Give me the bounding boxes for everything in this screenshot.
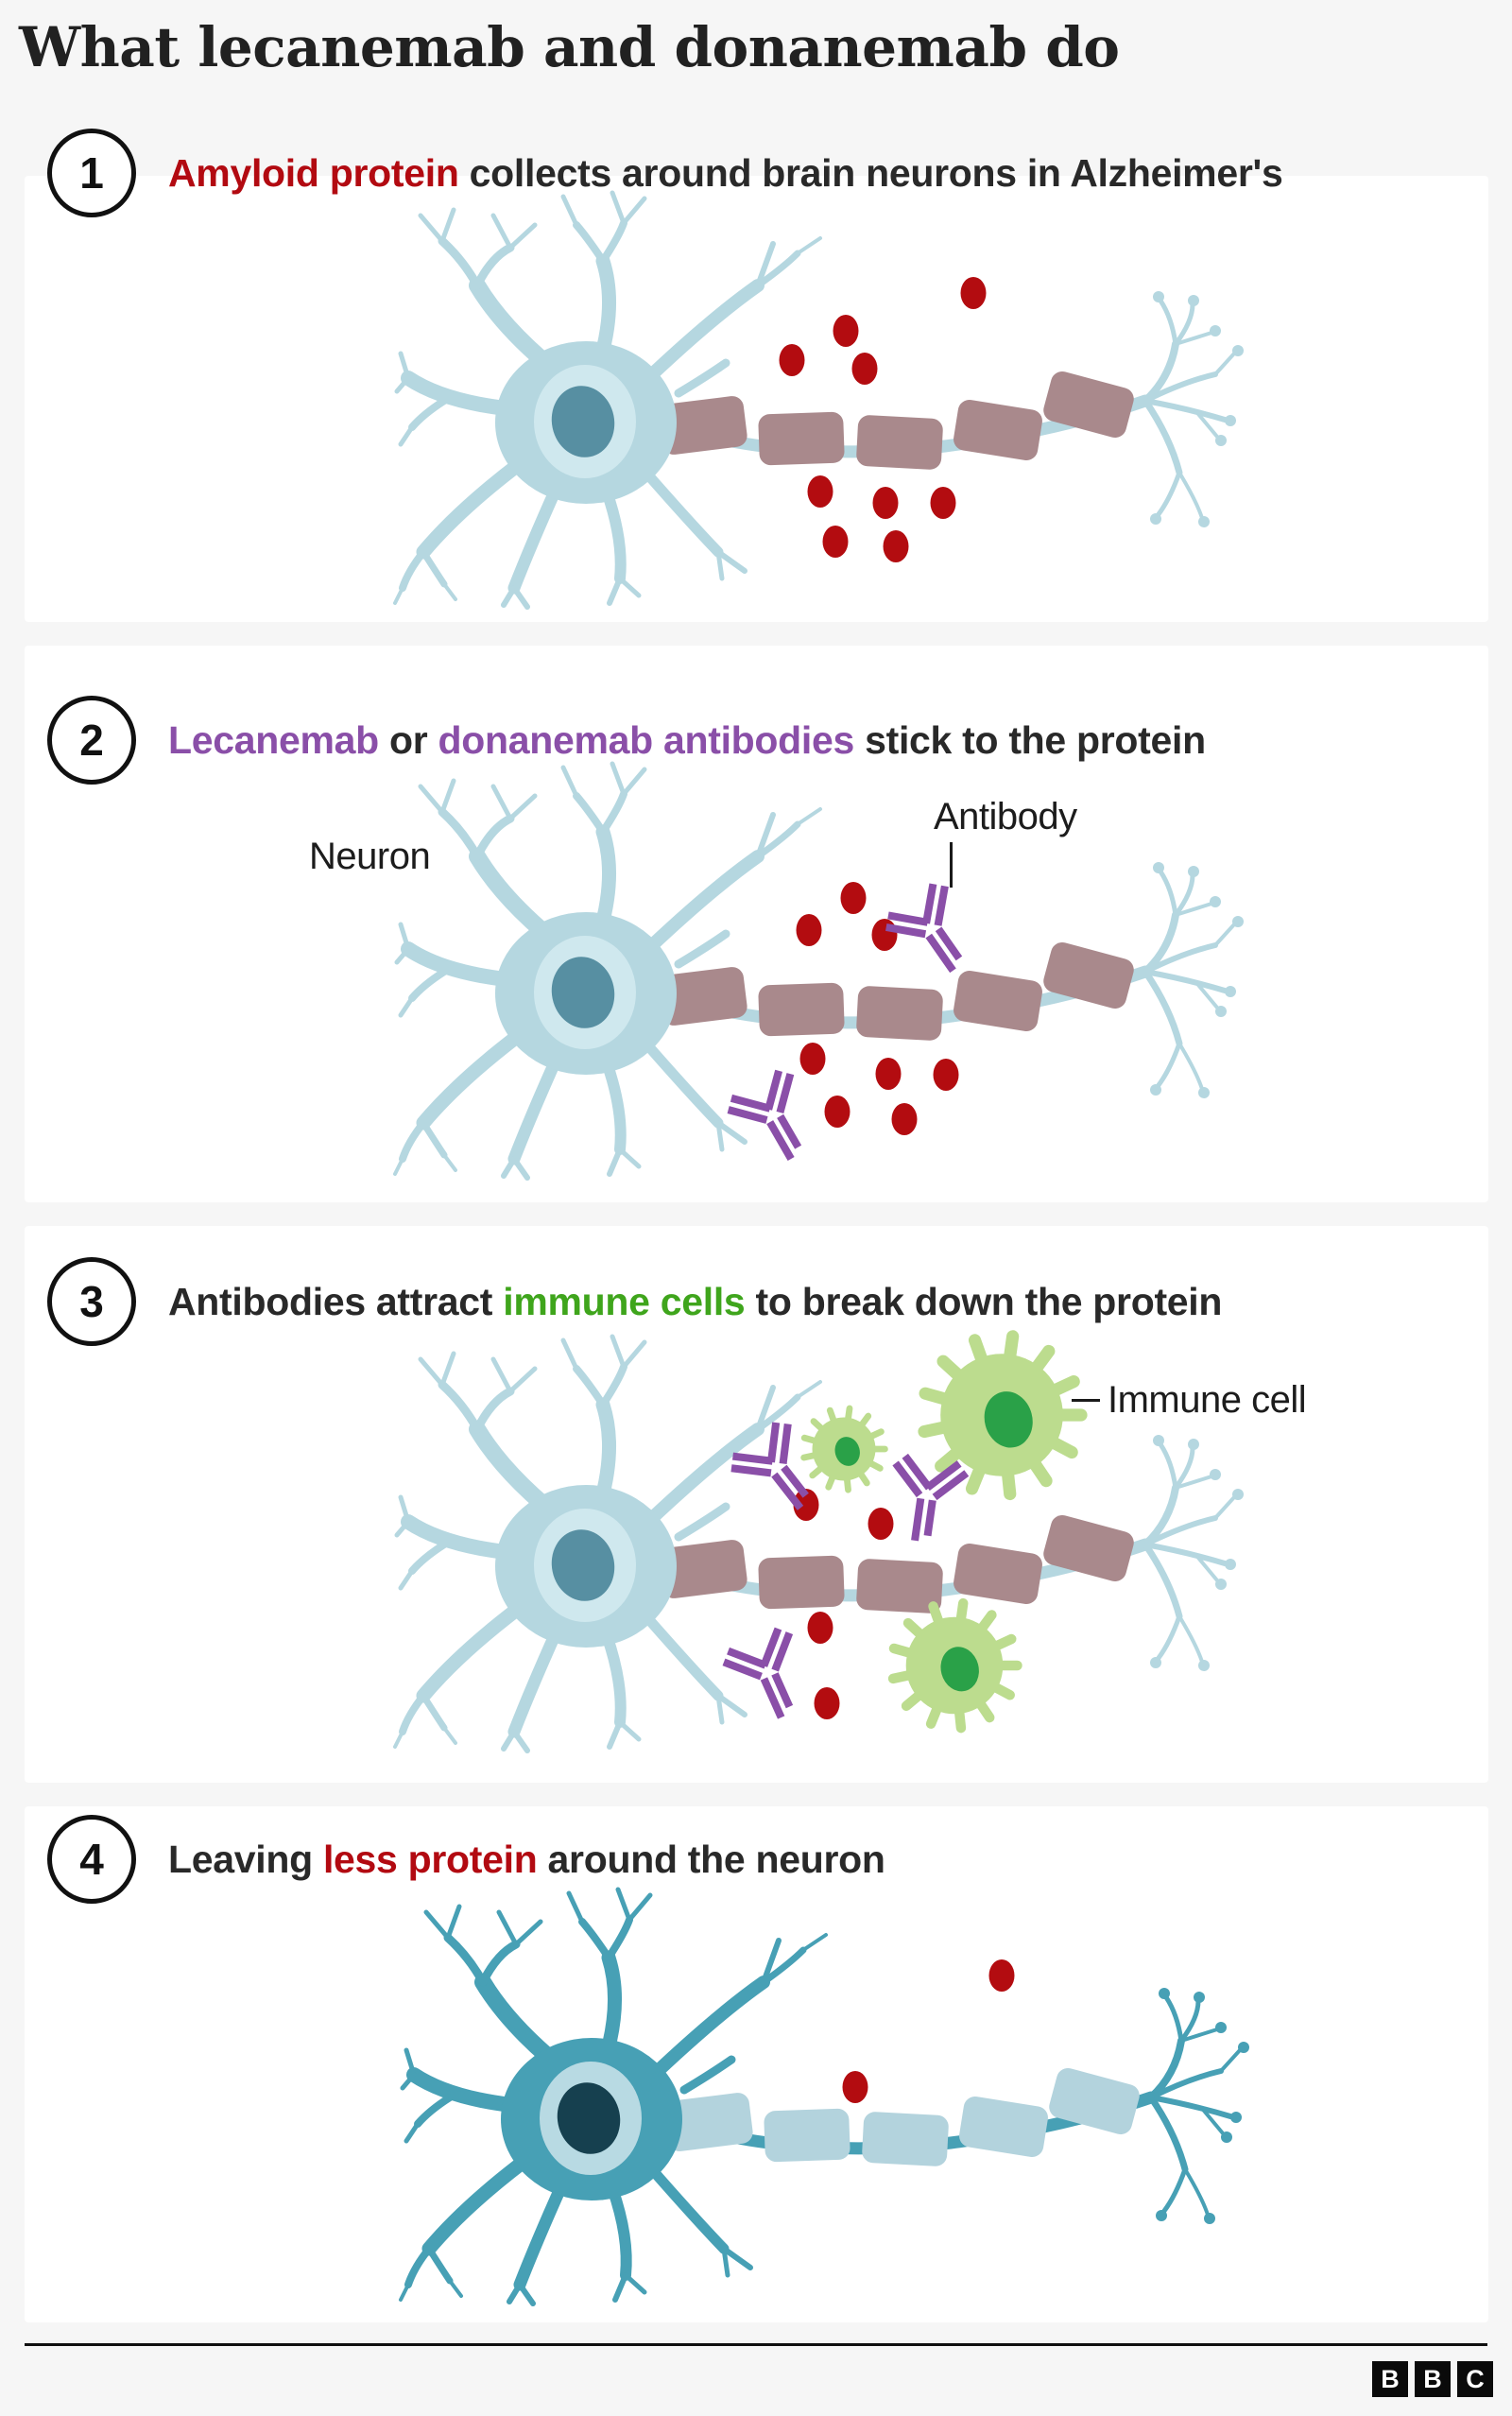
step-4-header: 4 Leaving less protein around the neuron <box>0 1815 1512 1906</box>
step-2-header: 2 Lecanemab or donanemab antibodies stic… <box>0 696 1512 786</box>
bbc-logo: B B C <box>1372 2361 1493 2397</box>
step-3-panel <box>25 1226 1488 1783</box>
immune-cell-icon <box>893 1603 1017 1728</box>
step-3-rest: to break down the protein <box>745 1279 1223 1323</box>
step-1-highlight: Amyloid protein <box>168 150 459 195</box>
step-2-highlight-2: donanemab antibodies <box>438 717 855 762</box>
step-3-number: 3 <box>79 1277 104 1326</box>
footer-divider <box>25 2343 1487 2346</box>
step-1-number: 1 <box>79 148 104 198</box>
step-1-number-badge: 1 <box>47 129 136 217</box>
step-2-rest: stick to the protein <box>854 717 1206 762</box>
antibody-label: Antibody <box>934 796 1077 837</box>
step-3-highlight: immune cells <box>503 1279 746 1323</box>
amyloid-dots <box>842 1959 1015 2103</box>
step-3-number-badge: 3 <box>47 1257 136 1346</box>
step-4-panel <box>25 1806 1488 2322</box>
step-2-number-badge: 2 <box>47 696 136 785</box>
bbc-letter: B <box>1381 2364 1400 2393</box>
step-2-illustration <box>395 764 1244 1178</box>
amyloid-dots <box>796 882 959 1135</box>
neuron-graphic <box>395 764 1244 1178</box>
step-1-text: Amyloid protein collects around brain ne… <box>168 129 1283 217</box>
step-1-panel <box>25 176 1488 622</box>
step-3-pre: Antibodies attract <box>168 1279 504 1323</box>
amyloid-dots <box>779 277 987 562</box>
step-2-panel <box>25 646 1488 1202</box>
step-4-highlight: less protein <box>322 1837 538 1881</box>
step-2-mid: or <box>378 717 438 762</box>
amyloid-dots <box>793 1489 894 1719</box>
step-4-illustration <box>401 1890 1249 2304</box>
bbc-logo-block: B <box>1372 2361 1408 2397</box>
neuron-graphic <box>395 193 1244 607</box>
immune-cell-pointer-line <box>1072 1399 1100 1402</box>
step-4-text: Leaving less protein around the neuron <box>168 1815 885 1904</box>
neuron-label: Neuron <box>309 836 431 877</box>
neuron-graphic <box>401 1890 1249 2304</box>
antibody-icon <box>724 1066 827 1173</box>
antibody-icon <box>720 1625 819 1730</box>
antibody-icon <box>885 1455 968 1546</box>
step-4-rest: around the neuron <box>537 1837 885 1881</box>
immune-cell-icon <box>804 1408 885 1490</box>
step-3-header: 3 Antibodies attract immune cells to bre… <box>0 1257 1512 1348</box>
page-title: What lecanemab and donanemab do <box>19 15 1120 79</box>
step-4-number-badge: 4 <box>47 1815 136 1904</box>
bbc-letter: C <box>1466 2364 1485 2393</box>
immune-cell-label: Immune cell <box>1108 1379 1307 1421</box>
step-2-text: Lecanemab or donanemab antibodies stick … <box>168 696 1206 785</box>
bbc-logo-block: B <box>1415 2361 1451 2397</box>
step-1-header: 1 Amyloid protein collects around brain … <box>0 129 1512 219</box>
step-1-illustration <box>395 193 1244 607</box>
step-2-highlight-1: Lecanemab <box>168 717 379 762</box>
bbc-logo-block: C <box>1457 2361 1493 2397</box>
step-3-illustration <box>395 1226 1244 1751</box>
step-3-text: Antibodies attract immune cells to break… <box>168 1257 1222 1346</box>
step-4-number: 4 <box>79 1835 104 1884</box>
antibody-pointer-line <box>950 842 953 888</box>
step-2-number: 2 <box>79 716 104 765</box>
bbc-letter: B <box>1423 2364 1442 2393</box>
step-4-pre: Leaving <box>168 1837 323 1881</box>
step-1-rest: collects around brain neurons in Alzheim… <box>458 150 1283 195</box>
